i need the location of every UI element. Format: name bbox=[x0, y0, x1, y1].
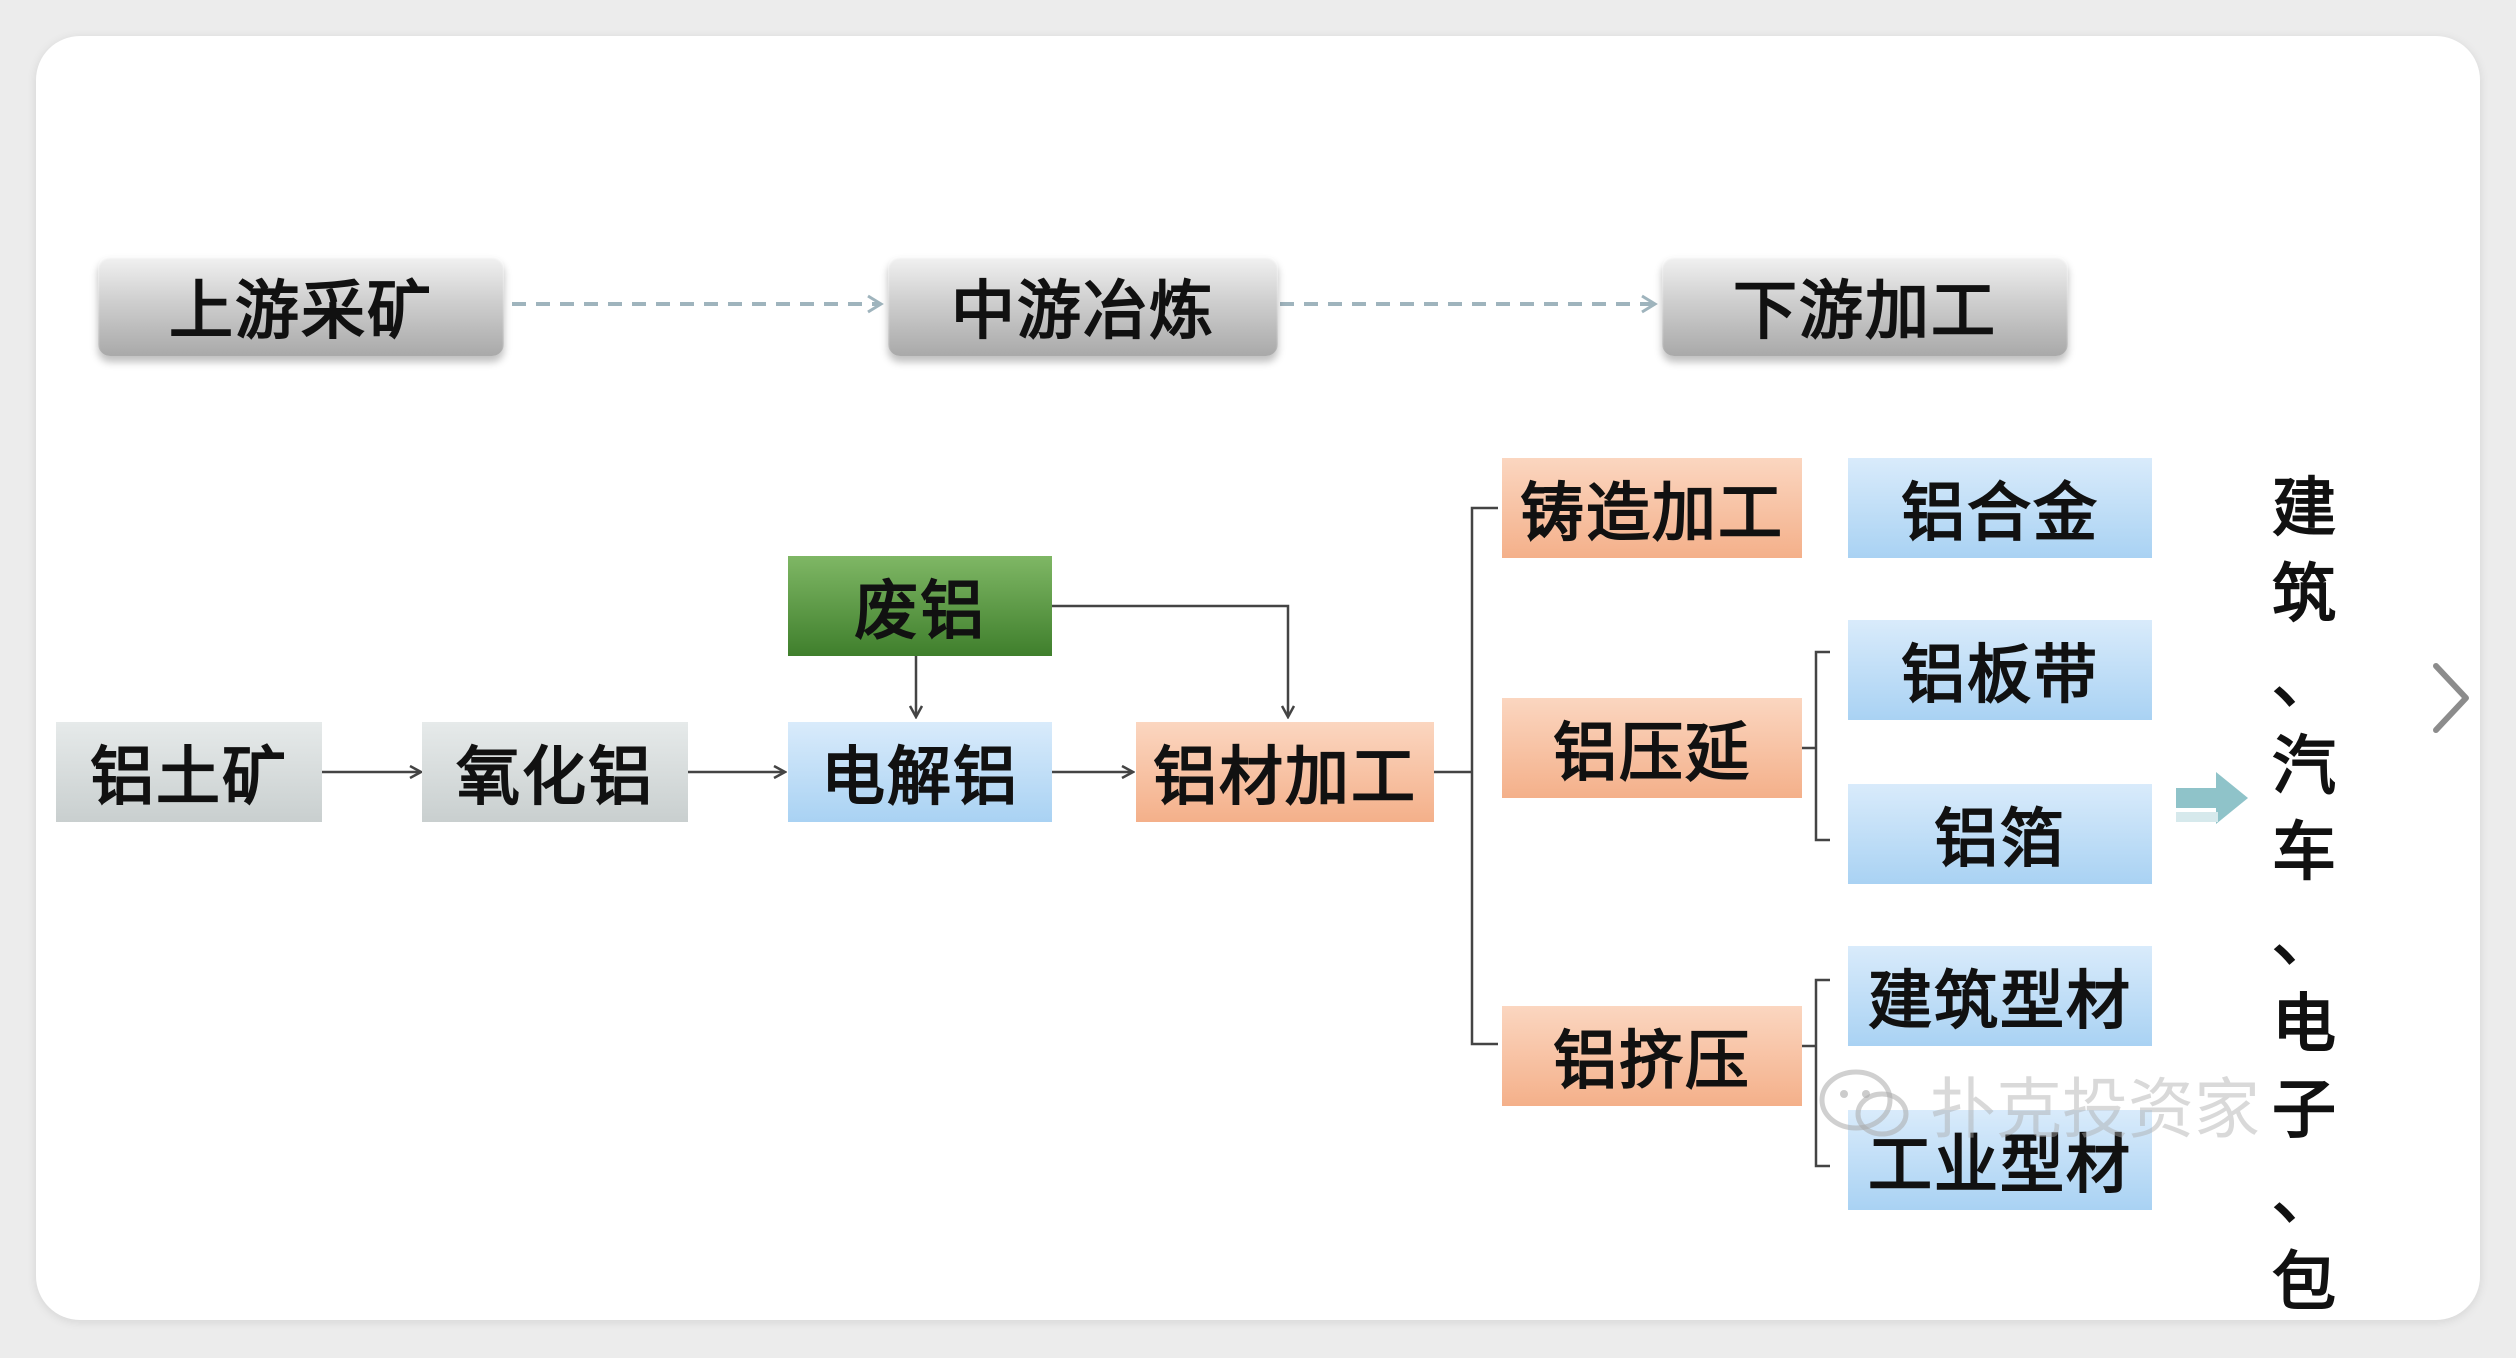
end-use-char: 电 bbox=[2272, 988, 2336, 1062]
node-scrap-aluminum: 废铝 bbox=[788, 556, 1052, 656]
product-sheet-strip: 铝板带 bbox=[1848, 620, 2152, 720]
node-alumina: 氧化铝 bbox=[422, 722, 688, 822]
end-use-char: 子 bbox=[2272, 1074, 2336, 1148]
end-use-char: 、 bbox=[2272, 902, 2336, 976]
chevron-right-icon bbox=[2433, 663, 2469, 733]
end-use-char: 汽 bbox=[2272, 730, 2336, 804]
end-use-char: 包 bbox=[2272, 1246, 2336, 1320]
end-use-char: 车 bbox=[2272, 816, 2336, 890]
node-extrusion: 铝挤压 bbox=[1502, 1006, 1802, 1106]
product-foil: 铝箔 bbox=[1848, 784, 2152, 884]
node-electrolytic-aluminum: 电解铝 bbox=[788, 722, 1052, 822]
end-use-char: 建 bbox=[2272, 472, 2336, 546]
branch-bracket-rolling bbox=[1814, 650, 1830, 842]
stage-midstream-smelting: 中游冶炼 bbox=[888, 256, 1278, 356]
arrow-scrap-processing bbox=[1052, 604, 1288, 716]
node-casting: 铸造加工 bbox=[1502, 458, 1802, 558]
end-use-label: 建 筑 、 汽 车 、 电 子 、 包 装 bbox=[2259, 466, 2349, 1320]
branch-bracket-main bbox=[1470, 506, 1498, 1046]
wechat-icon bbox=[1819, 1069, 1909, 1137]
watermark-text: 扑克投资家 bbox=[1930, 1071, 2260, 1148]
connector-lines bbox=[322, 294, 2248, 1168]
end-use-arrow-icon bbox=[2176, 772, 2248, 824]
node-bauxite: 铝土矿 bbox=[56, 722, 322, 822]
product-building-profile: 建筑型材 bbox=[1848, 946, 2152, 1046]
product-aluminum-alloy: 铝合金 bbox=[1848, 458, 2152, 558]
node-aluminum-processing: 铝材加工 bbox=[1136, 722, 1434, 822]
stage-downstream-processing: 下游加工 bbox=[1662, 256, 2068, 356]
stage-upstream-mining: 上游采矿 bbox=[98, 256, 504, 356]
branch-bracket-extrusion bbox=[1814, 978, 1830, 1168]
end-use-char: 、 bbox=[2272, 644, 2336, 718]
watermark: 扑克投资家 bbox=[1816, 1056, 2260, 1152]
end-use-char: 筑 bbox=[2272, 558, 2336, 632]
node-rolling: 铝压延 bbox=[1502, 698, 1802, 798]
diagram-card: 上游采矿 中游冶炼 下游加工 铝土矿 氧化铝 废铝 电解铝 铝材加工 铸造加工 … bbox=[36, 36, 2480, 1320]
next-button[interactable] bbox=[2406, 648, 2480, 748]
aluminum-industry-chain-diagram: 上游采矿 中游冶炼 下游加工 铝土矿 氧化铝 废铝 电解铝 铝材加工 铸造加工 … bbox=[36, 36, 2480, 1320]
end-use-char: 、 bbox=[2272, 1160, 2336, 1234]
